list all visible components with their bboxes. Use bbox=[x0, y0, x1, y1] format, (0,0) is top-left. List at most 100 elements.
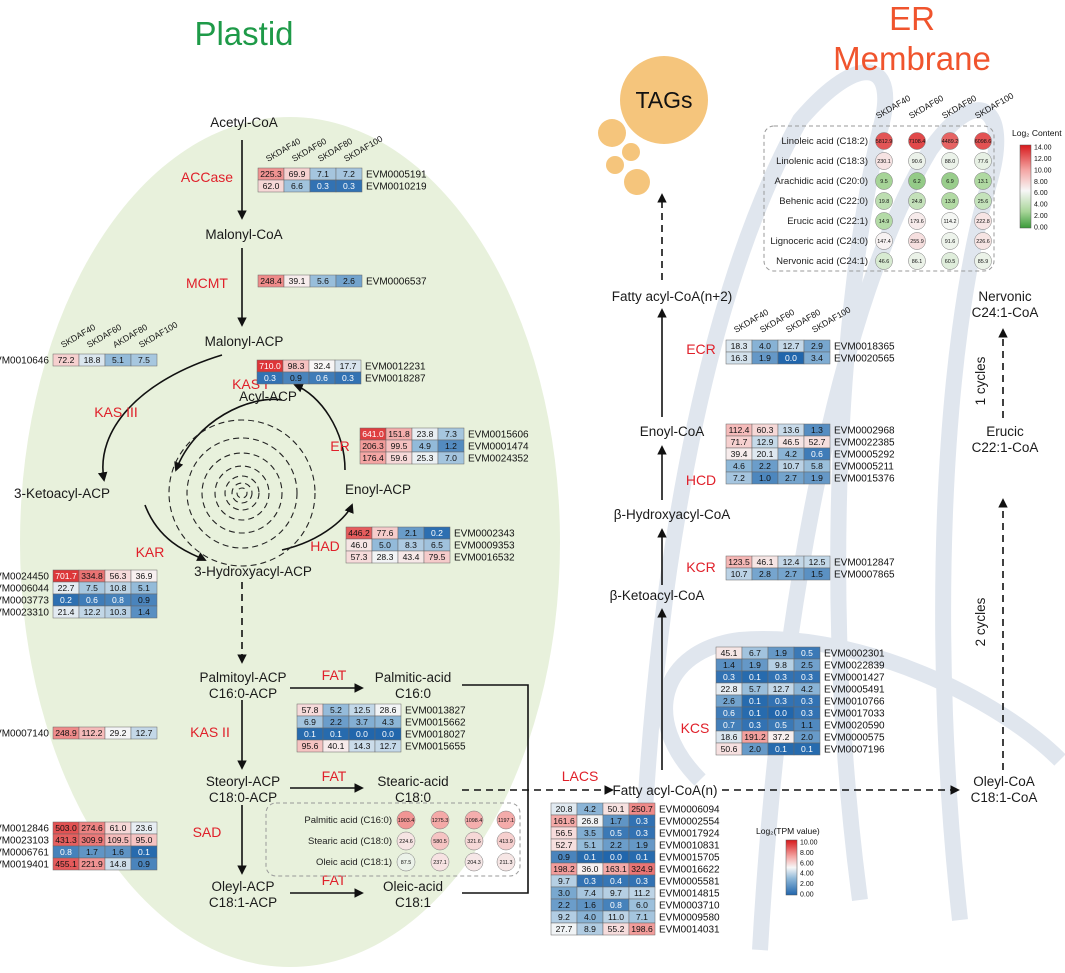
plastid-fatty-acid-value: 1197.1 bbox=[498, 818, 514, 824]
heatmap-cell-value: 1.3 bbox=[811, 425, 823, 435]
heatmap-cell-value: 5.0 bbox=[379, 540, 391, 550]
heatmap-cell-value: 0.6 bbox=[316, 373, 328, 383]
gene-id: EVM0024352 bbox=[468, 454, 529, 465]
heatmap-cell-value: 20.8 bbox=[556, 804, 573, 814]
heatmap-cell-value: 46.5 bbox=[783, 437, 800, 447]
er-fatty-acid-value: 91.6 bbox=[945, 239, 956, 245]
heatmap-cell-value: 0.1 bbox=[304, 729, 316, 739]
heatmap-cell-value: 7.2 bbox=[733, 473, 745, 483]
metabolite-fatty-acyl-coa-n2: Fatty acyl-CoA(n+2) bbox=[612, 289, 732, 304]
er-fatty-acid-value: 7108.4 bbox=[909, 139, 926, 145]
legend-tick-label: 2.00 bbox=[1034, 213, 1048, 220]
heatmap-cell-value: 248.4 bbox=[260, 276, 282, 286]
gene-id: EVM0006094 bbox=[659, 805, 720, 816]
heatmap-kar: 701.7334.856.336.9EVM002445022.77.510.85… bbox=[0, 569, 158, 619]
heatmap-cell-value: 0.1 bbox=[749, 708, 761, 718]
heatmap-cell-value: 95.6 bbox=[302, 741, 319, 751]
heatmap-cell-value: 10.7 bbox=[731, 569, 748, 579]
heatmap-cell-value: 8.9 bbox=[584, 924, 596, 934]
heatmap-cell-value: 2.6 bbox=[343, 276, 355, 286]
enzyme-hcd: HCD bbox=[686, 472, 716, 488]
elongation-spiral bbox=[168, 419, 316, 567]
heatmap-cell-value: 5.1 bbox=[584, 840, 596, 850]
heatmap-cell-value: 248.9 bbox=[55, 728, 77, 738]
heatmap-cell-value: 22.7 bbox=[58, 583, 75, 593]
er-fatty-acid-dot bbox=[875, 152, 893, 170]
heatmap-cell-value: 12.7 bbox=[136, 728, 153, 738]
heatmap-cell-value: 2.7 bbox=[785, 473, 797, 483]
heatmap-cell-value: 0.3 bbox=[801, 708, 813, 718]
gene-id: EVM0023310 bbox=[0, 608, 49, 619]
enzyme-lacs: LACS bbox=[562, 768, 599, 784]
er-fatty-acid-value: 114.2 bbox=[943, 219, 956, 225]
enzyme-mcmt: MCMT bbox=[186, 275, 228, 291]
er-fatty-acid-label: Nervonic acid (C24:1) bbox=[776, 256, 868, 267]
metabolite-enoyl-coa: Enoyl-CoA bbox=[640, 424, 705, 439]
heatmap-cell-value: 12.2 bbox=[84, 607, 101, 617]
gene-id: EVM0006761 bbox=[0, 848, 49, 859]
content-legend-title: Log₂ Content bbox=[1012, 128, 1062, 138]
heatmap-cell-value: 7.5 bbox=[138, 355, 150, 365]
heatmap-cell-value: 10.8 bbox=[110, 583, 127, 593]
heatmap-cell-value: 56.3 bbox=[110, 571, 127, 581]
heatmap-cell-value: 3.7 bbox=[356, 717, 368, 727]
er-fatty-acid-value: 25.6 bbox=[978, 199, 989, 205]
heatmap-cell-value: 1.0 bbox=[759, 473, 771, 483]
heatmap-cell-value: 431.3 bbox=[55, 835, 77, 845]
heatmap-cell-value: 9.8 bbox=[775, 660, 787, 670]
heatmap-sad: 503.0274.661.023.6EVM0012846431.3309.910… bbox=[0, 821, 158, 871]
metabolite-enoyl-acp: Enoyl-ACP bbox=[345, 482, 411, 497]
heatmap-cell-value: 701.7 bbox=[55, 571, 77, 581]
heatmap-cell-value: 9.7 bbox=[558, 876, 570, 886]
heatmap-cell-value: 62.0 bbox=[263, 181, 280, 191]
heatmap-cell-value: 0.1 bbox=[138, 847, 150, 857]
heatmap-cell-value: 6.5 bbox=[431, 540, 443, 550]
er-fatty-acid-value: 60.5 bbox=[945, 259, 956, 265]
er-fatty-acid-label: Lignoceric acid (C24:0) bbox=[770, 236, 868, 247]
heatmap-cell-value: 8.3 bbox=[405, 540, 417, 550]
heatmap-cell-value: 69.9 bbox=[289, 169, 306, 179]
heatmap-cell-value: 0.1 bbox=[749, 696, 761, 706]
heatmap-cell-value: 10.3 bbox=[110, 607, 127, 617]
heatmap-cell-value: 29.2 bbox=[110, 728, 127, 738]
metabolite-malonyl-acp: Malonyl-ACP bbox=[205, 334, 284, 349]
heatmap-cell-value: 61.0 bbox=[110, 823, 127, 833]
enzyme-had: HAD bbox=[310, 538, 340, 554]
er-fatty-acid-dot bbox=[974, 232, 992, 250]
enzyme-labels: ACCase MCMT KAS III KAS I ER KAR HAD FAT… bbox=[94, 169, 716, 888]
heatmap-cell-value: 36.0 bbox=[582, 864, 599, 874]
heatmap-cell-value: 0.0 bbox=[382, 729, 394, 739]
heatmap-cell-value: 1.2 bbox=[445, 441, 457, 451]
enzyme-accase: ACCase bbox=[181, 169, 233, 185]
plastid-fatty-acid-value: 237.1 bbox=[433, 860, 447, 866]
legend-tick-label: 10.00 bbox=[800, 840, 818, 847]
heatmap-cell-value: 7.5 bbox=[86, 583, 98, 593]
er-fatty-acid-value: 88.0 bbox=[945, 159, 956, 165]
er-fatty-acid-value: 255.9 bbox=[910, 239, 924, 245]
heatmap-cell-value: 0.3 bbox=[801, 696, 813, 706]
heatmap-cell bbox=[803, 471, 831, 485]
heatmap-cell-value: 23.6 bbox=[136, 823, 153, 833]
gene-id: EVM0012847 bbox=[834, 558, 895, 569]
gene-id: EVM0010766 bbox=[824, 697, 885, 708]
legend-tick-label: 0.00 bbox=[800, 892, 814, 899]
gene-id: EVM0012846 bbox=[0, 824, 49, 835]
heatmap-cell bbox=[335, 179, 363, 193]
gene-id: EVM0000575 bbox=[824, 733, 885, 744]
heatmap-cell-value: 0.2 bbox=[60, 595, 72, 605]
enzyme-fat-c18-0: FAT bbox=[322, 768, 347, 784]
heatmap-cell-value: 9.2 bbox=[558, 912, 570, 922]
heatmap-cell-value: 0.3 bbox=[264, 373, 276, 383]
heatmap-cell-value: 5.1 bbox=[112, 355, 124, 365]
heatmap-cell-value: 3.4 bbox=[811, 353, 823, 363]
heatmap-cell-value: 1.6 bbox=[584, 900, 596, 910]
heatmap-cell-value: 0.3 bbox=[775, 696, 787, 706]
enzyme-kcs: KCS bbox=[681, 720, 710, 736]
